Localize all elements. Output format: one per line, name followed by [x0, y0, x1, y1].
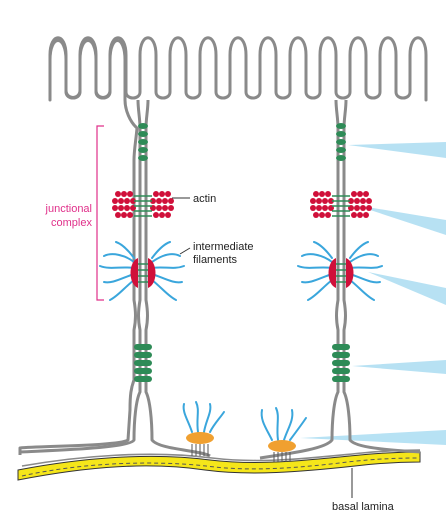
gap-junction-right [332, 344, 350, 382]
intermediate-filaments-label-1: intermediate [193, 241, 254, 253]
hemidesmosome-1 [182, 401, 225, 456]
beam-tight-junction [348, 142, 446, 158]
adherens-junction-left [112, 191, 174, 218]
junctional-complex-label-2: complex [51, 217, 92, 229]
junctional-complex-bracket [96, 125, 104, 301]
left-lateral-membranes [19, 99, 211, 458]
pointer-beams [300, 142, 446, 445]
beam-gap-junction [352, 360, 446, 374]
junctional-complex-label-1: junctional [45, 203, 92, 215]
actin-label: actin [193, 193, 216, 205]
gap-junction-left [134, 344, 152, 382]
beam-hemidesmosome [300, 430, 446, 445]
hemidesmosome-2 [260, 407, 307, 462]
tight-junction-right [336, 123, 346, 161]
beam-desmosome [368, 272, 446, 305]
intermediate-filaments-label-2: filaments [193, 254, 238, 266]
basal-lamina [17, 449, 421, 481]
desmosome-right [297, 241, 383, 301]
microvilli [48, 36, 428, 102]
basal-lamina-label: basal lamina [332, 501, 395, 513]
beam-adherens-junction [355, 205, 446, 235]
cell-membrane-outline [18, 39, 139, 455]
tight-junction-left [138, 123, 148, 161]
intermediate-filaments-leader [179, 247, 191, 255]
desmosome-left [99, 241, 185, 301]
adherens-junction-right [310, 191, 372, 218]
